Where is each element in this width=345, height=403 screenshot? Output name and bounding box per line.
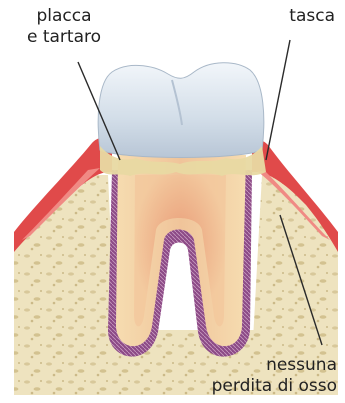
plaque-label-line2: e tartaro — [10, 27, 118, 48]
bone-label-line2: perdita di osso — [212, 376, 337, 397]
pocket-label-text: tasca — [289, 6, 335, 27]
plaque-label-line1: placca — [10, 6, 118, 27]
plaque-tartar-label: placca e tartaro — [10, 6, 118, 48]
bone-label-line1: nessuna — [212, 355, 337, 376]
bone-loss-label: nessuna perdita di osso — [212, 355, 337, 397]
tooth-crown — [98, 63, 264, 158]
pocket-label: tasca — [289, 6, 335, 27]
pocket-leader-line — [266, 40, 290, 160]
